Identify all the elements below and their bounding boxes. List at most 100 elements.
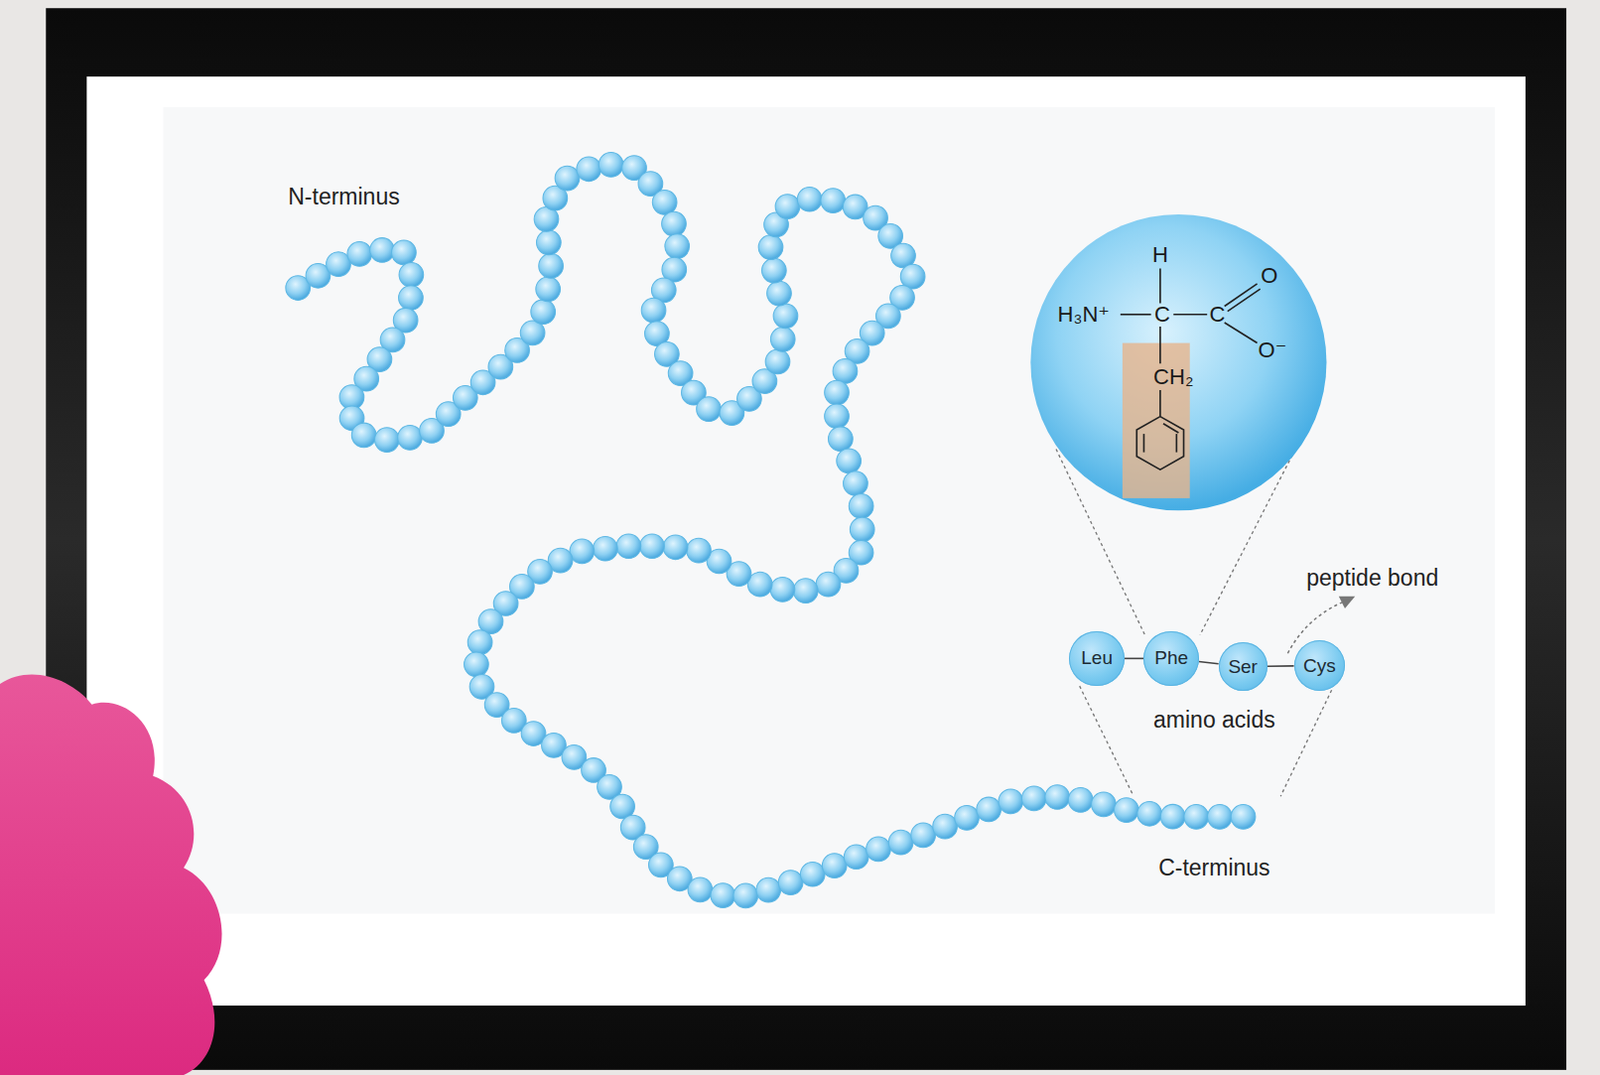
amino-acid-bead	[398, 425, 423, 451]
pink-cloud	[0, 674, 223, 1075]
annotation-label: N-terminus	[287, 185, 400, 209]
diagram-ground	[162, 107, 1495, 915]
amino-acid-bead	[576, 156, 602, 182]
amino-acid-bead	[1207, 803, 1233, 829]
peptide-bond-line	[1124, 658, 1145, 661]
amino-acid-bead	[843, 844, 869, 870]
amino-acid-bead	[767, 280, 793, 306]
picture-frame	[45, 7, 1567, 1070]
amino-acid-bead	[641, 297, 667, 323]
amino-acid-bead	[535, 276, 561, 302]
amino-acid-bead	[598, 152, 624, 178]
annotation-label: amino acids	[1153, 708, 1276, 732]
amino-acid-bead	[640, 533, 666, 559]
amino-acid-bead	[911, 822, 936, 848]
amino-acid-bead	[392, 240, 417, 266]
amino-acid-bead	[815, 571, 841, 597]
amino-acid-bead	[375, 427, 400, 453]
amino-acid-bead	[866, 836, 892, 862]
amino-acid-bead	[800, 861, 825, 887]
amino-acid-bead	[821, 853, 847, 879]
amino-acid-name: Ser	[1227, 656, 1258, 678]
amino-acid-bead	[1091, 792, 1117, 817]
amino-acid-name: Cys	[1303, 655, 1336, 677]
structure-atom-label: H	[1152, 244, 1169, 267]
amino-acid-bead	[687, 877, 713, 903]
structure-atom-label: CH₂	[1153, 366, 1194, 389]
peptide-bond-line	[1267, 665, 1295, 667]
amino-acid-bead	[1184, 803, 1209, 829]
amino-acid-circle: Leu	[1068, 631, 1125, 687]
amino-acid-bead	[351, 422, 377, 448]
amino-acid-bead	[793, 578, 818, 604]
amino-acid-name: Leu	[1080, 647, 1113, 669]
amino-acid-bead	[347, 241, 373, 267]
panel	[86, 76, 1526, 1006]
amino-acid-bead	[370, 238, 396, 264]
amino-acid-bead	[399, 263, 424, 288]
amino-acid-bead	[762, 258, 788, 283]
amino-acid-bead	[399, 285, 424, 311]
amino-acid-bead	[1160, 803, 1186, 829]
amino-acid-bead	[686, 537, 712, 563]
amino-acid-bead	[773, 303, 799, 329]
peptide-bond-line	[1199, 662, 1219, 665]
amino-acid-circle: Phe	[1143, 631, 1200, 687]
amino-acid-bead	[554, 165, 580, 191]
annotation-label: peptide bond	[1306, 566, 1439, 590]
structure-atom-label: O⁻	[1258, 339, 1288, 362]
amino-acid-bead	[1045, 785, 1070, 810]
amino-acid-bead	[696, 397, 722, 422]
amino-acid-bead	[832, 359, 858, 385]
amino-acid-bead	[843, 471, 869, 497]
annotation-label: C-terminus	[1158, 856, 1270, 880]
amino-acid-bead	[765, 349, 791, 375]
amino-acid-bead	[538, 254, 564, 279]
amino-acid-bead	[1114, 798, 1140, 823]
pointer-head	[1338, 596, 1355, 609]
amino-acid-bead	[758, 235, 784, 261]
amino-acid-bead	[770, 326, 796, 352]
amino-acid-bead	[733, 883, 759, 909]
amino-acid-bead	[954, 805, 980, 831]
amino-acid-bead	[998, 789, 1024, 814]
amino-acid-bead	[710, 883, 736, 909]
amino-acid-bead	[464, 652, 490, 677]
structure-atom-label: C	[1154, 303, 1171, 326]
amino-acid-bead	[593, 535, 619, 561]
amino-acid-bead	[797, 186, 822, 212]
amino-acid-bead	[1137, 800, 1163, 826]
amino-acid-bead	[662, 211, 687, 237]
amino-acid-bead	[848, 494, 874, 520]
amino-acid-bead	[756, 877, 782, 903]
amino-acid-bead	[1067, 788, 1093, 813]
amino-acid-bead	[1230, 803, 1256, 829]
amino-acid-bead	[665, 234, 690, 260]
amino-acid-bead	[824, 380, 850, 405]
amino-acid-name: Phe	[1154, 647, 1189, 669]
amino-acid-bead	[976, 797, 1002, 822]
amino-acid-bead	[663, 534, 688, 560]
amino-acid-bead	[467, 630, 493, 656]
amino-acid-bead	[1021, 786, 1047, 811]
structure-atom-label: C	[1209, 303, 1226, 326]
amino-acid-bead	[778, 870, 803, 896]
amino-acid-bead	[536, 230, 562, 256]
amino-acid-bead	[770, 577, 796, 603]
amino-acid-circle: Cys	[1294, 640, 1345, 691]
zoom-circle	[1030, 214, 1327, 511]
amino-acid-bead	[836, 448, 862, 474]
amino-acid-bead	[569, 538, 595, 564]
amino-acid-bead	[933, 813, 958, 839]
amino-acid-bead	[888, 829, 914, 855]
amino-acid-bead	[824, 403, 850, 429]
amino-acid-bead	[531, 299, 556, 325]
amino-acid-bead	[775, 194, 800, 220]
structure-bonds	[1120, 267, 1261, 470]
amino-acid-bead	[652, 190, 677, 216]
amino-acid-circle: Ser	[1218, 642, 1268, 691]
amino-acid-bead	[616, 533, 642, 559]
amino-acid-bead	[828, 426, 854, 452]
